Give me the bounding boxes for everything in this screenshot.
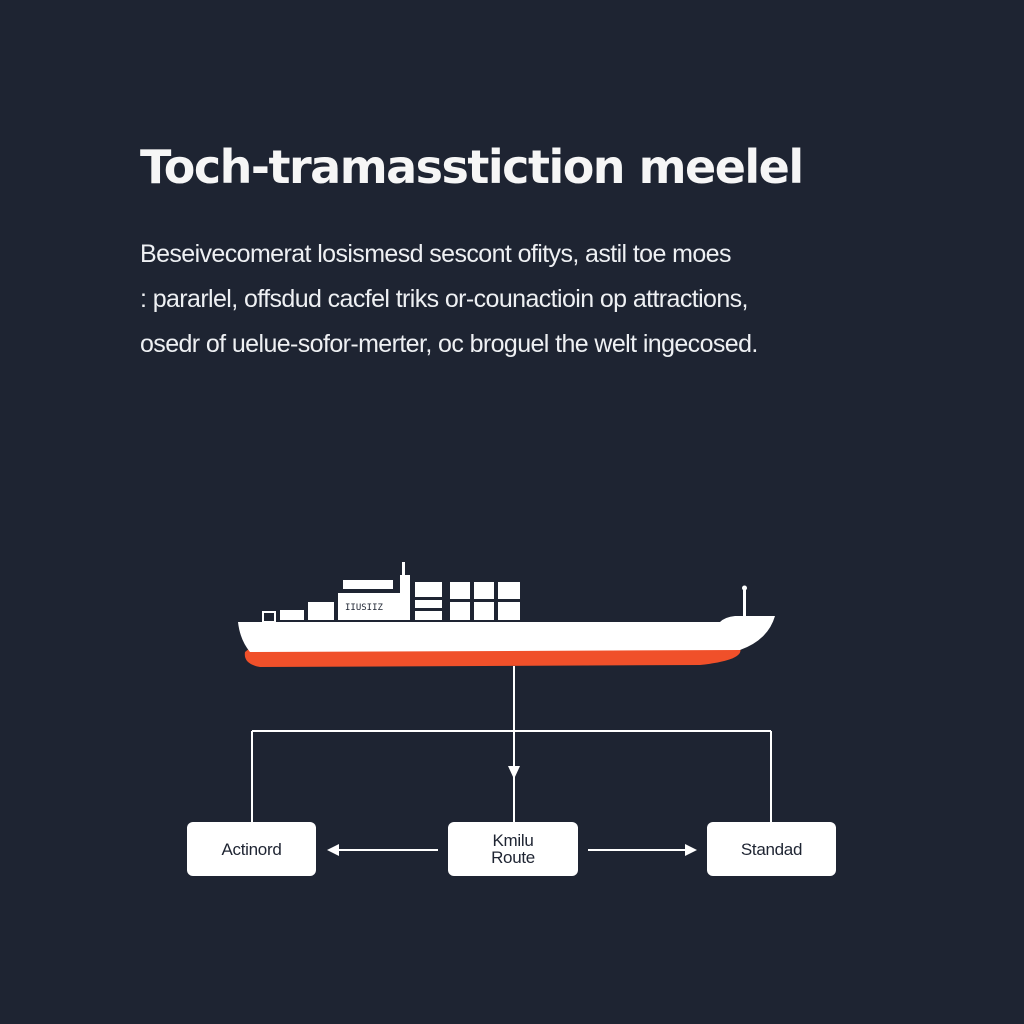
description-line-3: osedr of uelue-sofor-merter, oc broguel … bbox=[140, 330, 758, 358]
node-route[interactable]: Kmilu Route bbox=[448, 822, 578, 876]
arrow-right-icon bbox=[685, 844, 697, 856]
description: Beseivecomerat losismesd sescont ofitys,… bbox=[140, 232, 920, 367]
node-standad-label: Standad bbox=[740, 839, 803, 859]
node-route-line2: Route bbox=[491, 848, 535, 867]
node-actinord[interactable]: Actinord bbox=[187, 822, 316, 876]
description-line-1: Beseivecomerat losismesd sescont ofitys,… bbox=[140, 240, 731, 268]
arrow-down-icon bbox=[508, 766, 520, 779]
node-actinord-label: Actinord bbox=[221, 839, 282, 859]
arrowheads bbox=[327, 766, 697, 856]
container-ship-icon: IIUSIIZ bbox=[238, 562, 775, 667]
ship-label: IIUSIIZ bbox=[345, 603, 384, 613]
connector-lines bbox=[251, 666, 772, 851]
page-title: Toch-tramasstiction meelel bbox=[140, 140, 804, 194]
description-line-2: : pararlel, offsdud cacfel triks or-coun… bbox=[140, 285, 749, 313]
node-route-line1: Kmilu bbox=[492, 831, 534, 850]
node-standad[interactable]: Standad bbox=[707, 822, 836, 876]
arrow-left-icon bbox=[327, 844, 339, 856]
